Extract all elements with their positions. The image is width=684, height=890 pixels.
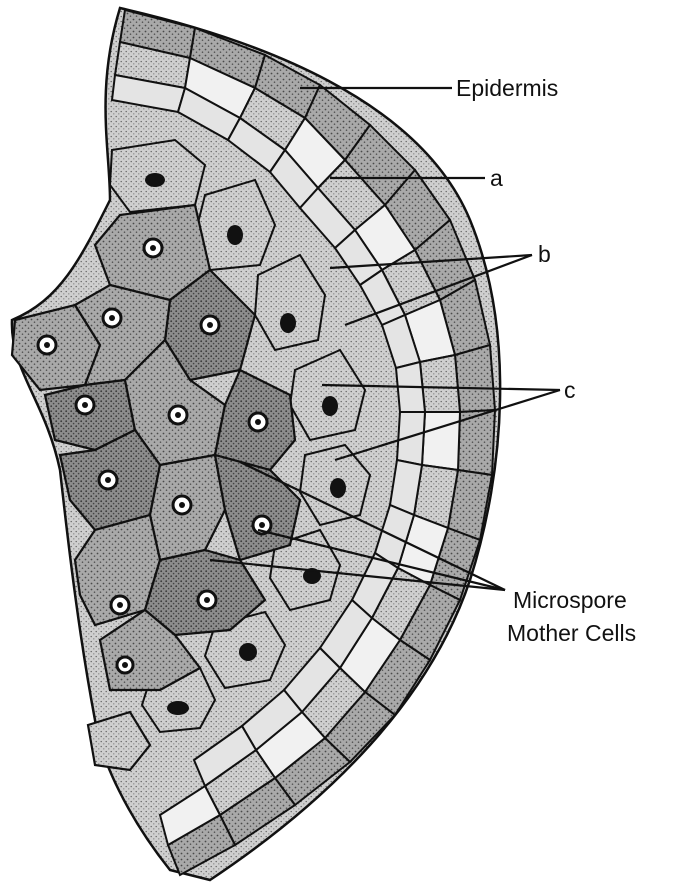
label-epidermis: Epidermis	[456, 75, 558, 101]
label-a: a	[490, 165, 503, 191]
label-c: c	[564, 377, 576, 403]
label-mother-cells: Mother Cells	[507, 620, 636, 646]
label-b: b	[538, 241, 551, 267]
label-microspore: Microspore	[513, 587, 627, 613]
